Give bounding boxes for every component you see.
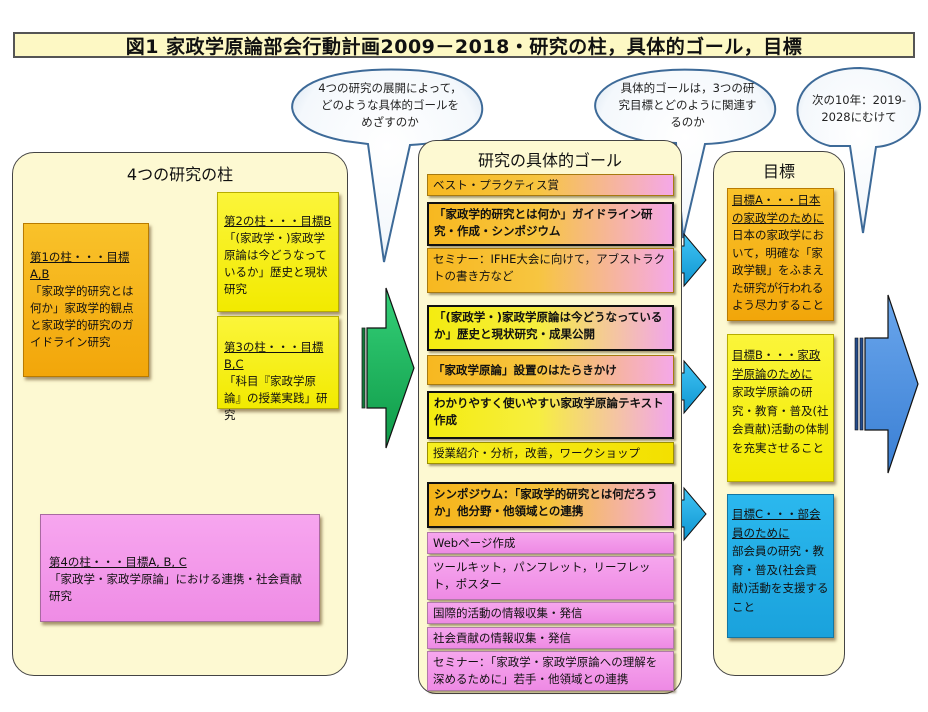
pillar-3-text: 「科目『家政学原論』の授業実践」研究	[224, 374, 328, 422]
bubble-2-line: るのか	[670, 115, 705, 129]
pillar-4-box: 第4の柱・・・目標A, B, C 「家政学・家政学原論」における連携・社会貢献研…	[40, 514, 320, 622]
pillar-1-box: 第1の柱・・・目標A,B 「家政学的研究とは何か」家政学的観点と家政学的研究のガ…	[23, 223, 149, 377]
goal-item: Webページ作成	[427, 532, 674, 554]
pillar-1-text: 「家政学的研究とは何か」家政学的観点と家政学的研究のガイドライン研究	[30, 284, 134, 349]
objective-a-text: 日本の家政学において，明確な「家政学観」をふまえた研究が行われるよう尽力すること	[732, 228, 824, 312]
goal-item: 社会貢献の情報収集・発信	[427, 627, 674, 649]
goal-item: わかりやすく使いやすい家政学原論テキスト作成	[427, 391, 674, 439]
objective-a-label: 目標A・・・日本の家政学のために	[732, 193, 824, 225]
objective-c-box: 目標C・・・部会員のために 部会員の研究・教育・普及(社会貢献)活動を支援するこ…	[727, 494, 834, 638]
bubble-1-line: どのような具体的ゴールを	[321, 98, 459, 112]
pillars-heading: 4つの研究の柱	[126, 165, 234, 184]
bubble-3-line: 次の10年：2019-	[811, 93, 907, 107]
bubble-2-line: 具体的ゴールは，3つの研	[620, 81, 755, 95]
goals-heading: 研究の具体的ゴール	[477, 151, 622, 170]
objectives-heading: 目標	[762, 162, 795, 181]
pillar-2-box: 第2の柱・・・目標B 「(家政学・)家政学原論は今どうなっているか」歴史と現状研…	[217, 192, 339, 312]
goal-item: ベスト・プラクティス賞	[427, 174, 674, 196]
goal-item: 国際的活動の情報収集・発信	[427, 602, 674, 624]
goal-item: 「家政学原論」設置のはたらきかけ	[427, 355, 674, 385]
goal-item: 授業紹介・分析，改善，ワークショップ	[427, 442, 674, 464]
bubble-3-text: 次の10年：2019- 2028にむけて	[800, 92, 918, 126]
goal-item: セミナー：IFHE大会に向けて，アブストラクトの書き方など	[427, 248, 674, 293]
bubble-1-line: めざすのか	[361, 115, 419, 129]
blue-arrow	[854, 294, 919, 474]
pillar-4-label: 第4の柱・・・目標A, B, C	[49, 555, 187, 569]
goal-item: ツールキット，パンフレット，リーフレット，ポスター	[427, 556, 674, 600]
goals-panel: 研究の具体的ゴール ベスト・プラクティス賞 「家政学的研究とは何か」ガイドライン…	[418, 140, 682, 694]
objective-c-label: 目標C・・・部会員のために	[732, 507, 821, 540]
goal-item: 「家政学的研究とは何か」ガイドライン研究・作成・シンポジウム	[427, 202, 674, 246]
pillar-3-box: 第3の柱・・・目標B,C 「科目『家政学原論』の授業実践」研究	[217, 316, 339, 422]
objective-b-box: 目標B・・・家政学原論のために 家政学原論の研究・教育・普及(社会貢献)活動の体…	[727, 334, 834, 482]
pillar-2-text: 「(家政学・)家政学原論は今どうなっているか」歴史と現状研究	[224, 231, 328, 296]
bubble-1-line: 4つの研究の展開によって，	[318, 81, 462, 95]
figure-title: 図1 家政学原論部会行動計画2009－2018・研究の柱，具体的ゴール，目標	[13, 32, 915, 58]
objective-a-box: 目標A・・・日本の家政学のために 日本の家政学において，明確な「家政学観」をふま…	[727, 188, 834, 321]
bubble-3-line: 2028にむけて	[821, 110, 897, 124]
goal-item: セミナー：「家政学・家政学原論への理解を深めるために」若手・他領域との連携	[427, 651, 674, 691]
pillar-3-label: 第3の柱・・・目標B,C	[224, 340, 324, 371]
objective-c-text: 部会員の研究・教育・普及(社会貢献)活動を支援すること	[732, 544, 829, 614]
pillar-2-label: 第2の柱・・・目標B	[224, 214, 332, 228]
pillar-1-label: 第1の柱・・・目標A,B	[30, 250, 130, 281]
green-arrow	[361, 287, 415, 449]
bubble-2-line: 究目標とどのように関連す	[618, 98, 757, 112]
objective-b-text: 家政学原論の研究・教育・普及(社会貢献)活動の体制を充実させること	[732, 385, 829, 455]
objective-b-label: 目標B・・・家政学原論のために	[732, 348, 821, 381]
bubble-2-text: 具体的ゴールは，3つの研 究目標とどのように関連す るのか	[600, 80, 775, 131]
pillar-4-text: 「家政学・家政学原論」における連携・社会貢献研究	[49, 572, 302, 603]
goal-item: シンポジウム：「家政学的研究とは何だろうか」他分野・他領域との連携	[427, 482, 674, 528]
goal-item: 「(家政学・)家政学原論は今どうなっているか」歴史と現状研究・成果公開	[427, 305, 674, 351]
bubble-1-text: 4つの研究の展開によって， どのような具体的ゴールを めざすのか	[300, 80, 480, 131]
